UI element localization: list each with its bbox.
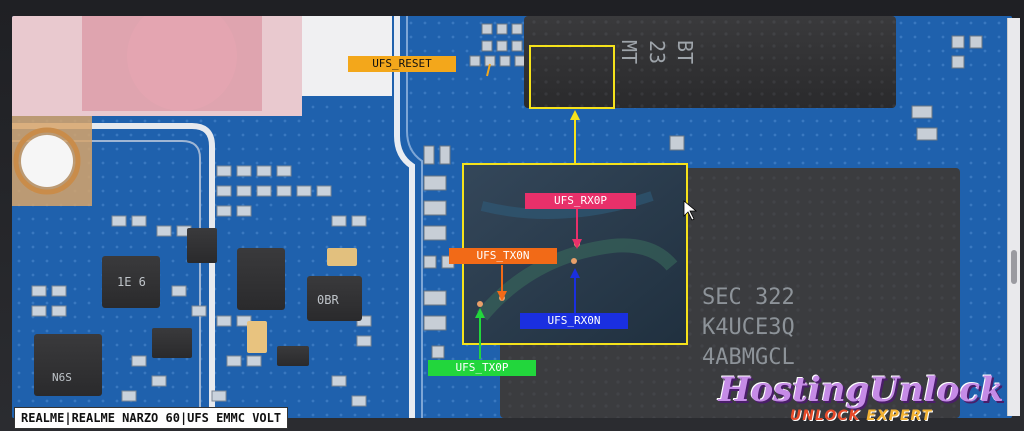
watermark-logo: HostingUnlock UNLOCK EXPERT	[716, 372, 1006, 430]
svg-text:N6S: N6S	[52, 371, 72, 384]
svg-text:0BR: 0BR	[317, 293, 339, 307]
ufs-rx0n-label: UFS_RX0N	[520, 313, 628, 329]
watermark-main-text: HostingUnlock	[718, 370, 1004, 410]
svg-text:1E 6: 1E 6	[117, 275, 146, 289]
ic-chip	[102, 256, 160, 308]
svg-text:SEC 322: SEC 322	[702, 285, 795, 310]
vertical-scrollbar[interactable]	[1007, 18, 1020, 416]
ufs-reset-label: UFS_RESET	[348, 56, 456, 72]
watermark-sub-a: UNLOCK	[789, 408, 861, 424]
svg-text:4ABMGCL: 4ABMGCL	[702, 345, 795, 370]
scrollbar-thumb[interactable]	[1011, 250, 1017, 284]
ufs-rx0p-label: UFS_RX0P	[525, 193, 636, 209]
svg-text:MT: MT	[617, 40, 641, 64]
svg-text:23: 23	[645, 40, 669, 64]
memory-bottom-marking: SEC 322 K4UCE3Q 4ABMGCL	[702, 285, 795, 370]
svg-text:K4UCE3Q: K4UCE3Q	[702, 315, 795, 340]
watermark-sub-text: UNLOCK EXPERT	[716, 408, 1006, 424]
device-caption: REALME|REALME NARZO 60|UFS EMMC VOLT	[14, 407, 289, 429]
test-point-box-top	[529, 45, 615, 109]
ufs-tx0p-label: UFS_TX0P	[428, 360, 536, 376]
ufs-tx0n-label: UFS_TX0N	[449, 248, 557, 264]
pcb-board-graphic: 1E 6 0BR N6S MT	[12, 16, 1012, 418]
pcb-image: 1E 6 0BR N6S MT	[12, 16, 1012, 418]
watermark-sub-b: EXPERT	[866, 408, 933, 424]
mouse-cursor-icon	[683, 200, 698, 221]
svg-text:BT: BT	[673, 40, 697, 64]
memory-top-marking: MT 23 BT	[617, 40, 697, 64]
